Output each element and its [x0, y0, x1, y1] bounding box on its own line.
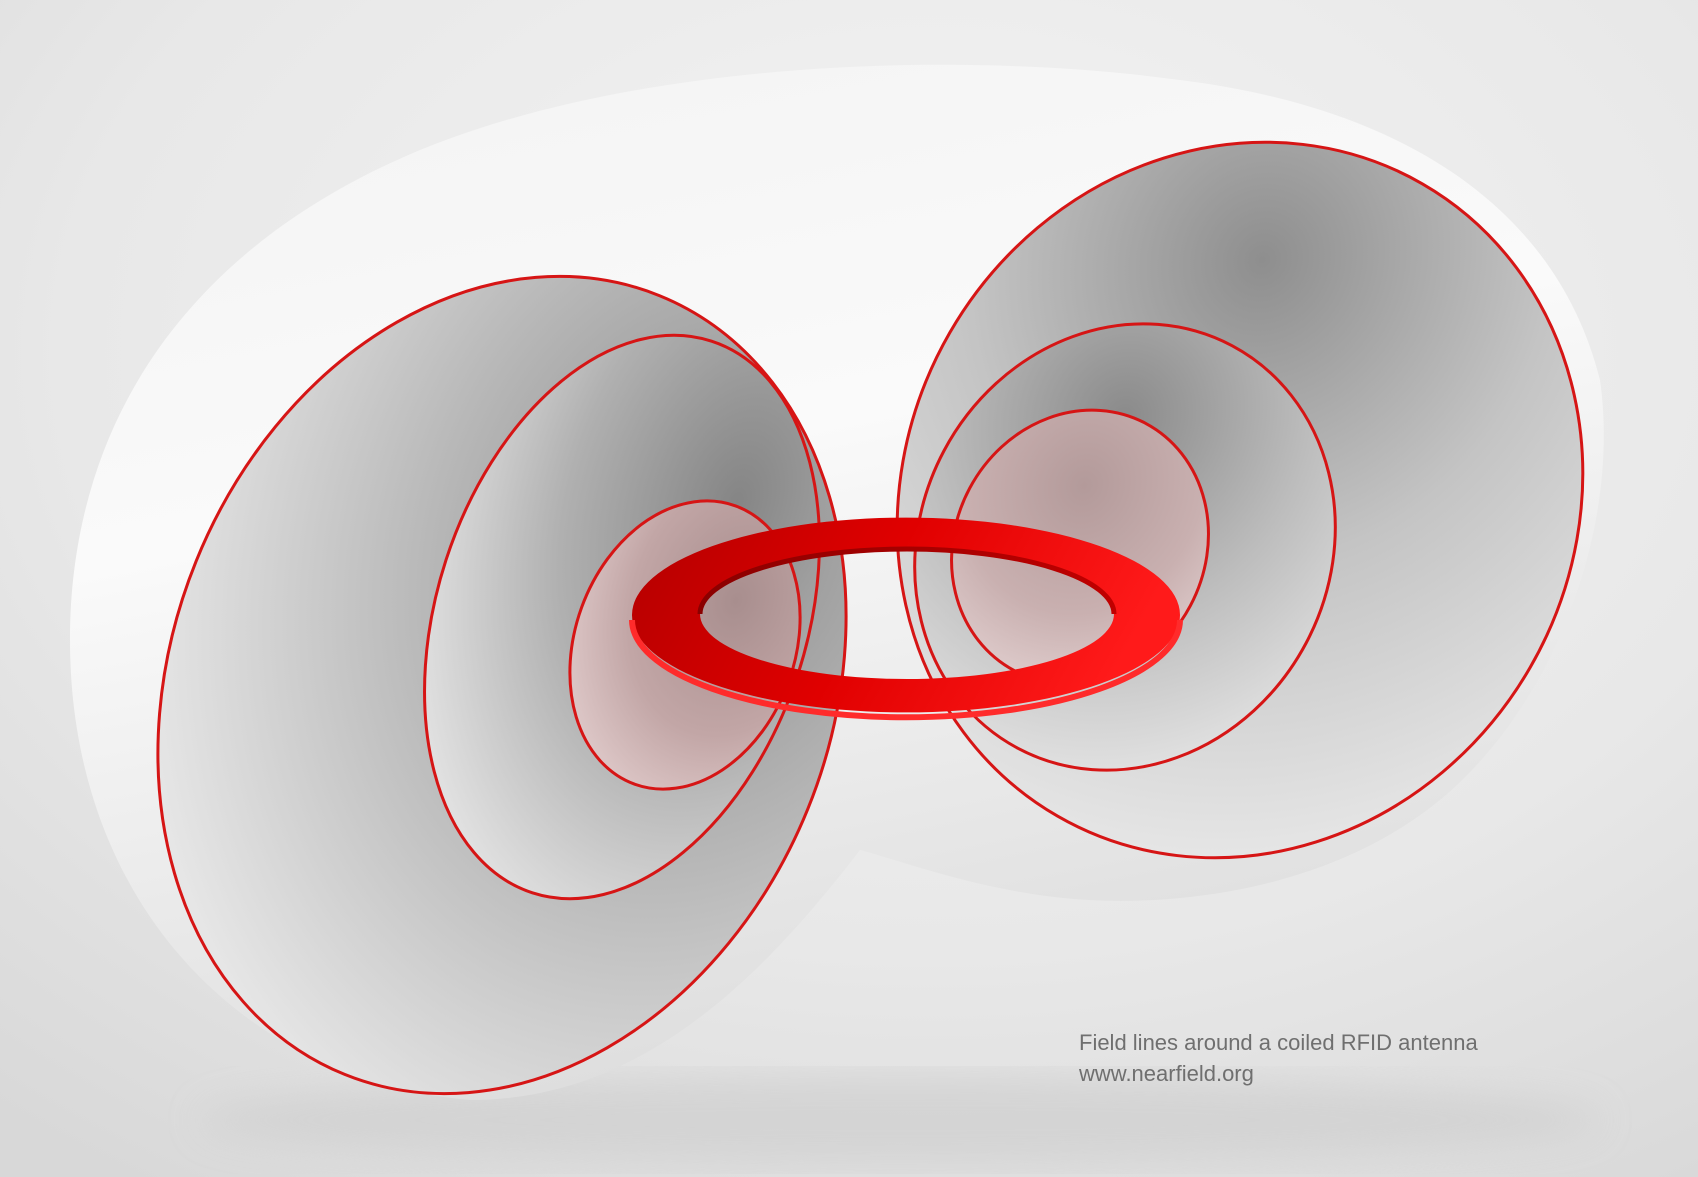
antenna-coil-inner-shade: [697, 546, 1117, 615]
antenna-coil-band: [631, 517, 1181, 713]
antenna-coil: [629, 517, 1183, 721]
antenna-coil-edge: [629, 619, 1183, 721]
caption-website: www.nearfield.org: [1079, 1061, 1254, 1086]
caption: Field lines around a coiled RFID antenna…: [1079, 1027, 1639, 1089]
caption-title: Field lines around a coiled RFID antenna: [1079, 1030, 1478, 1055]
ground-shadow: [200, 1075, 1600, 1165]
